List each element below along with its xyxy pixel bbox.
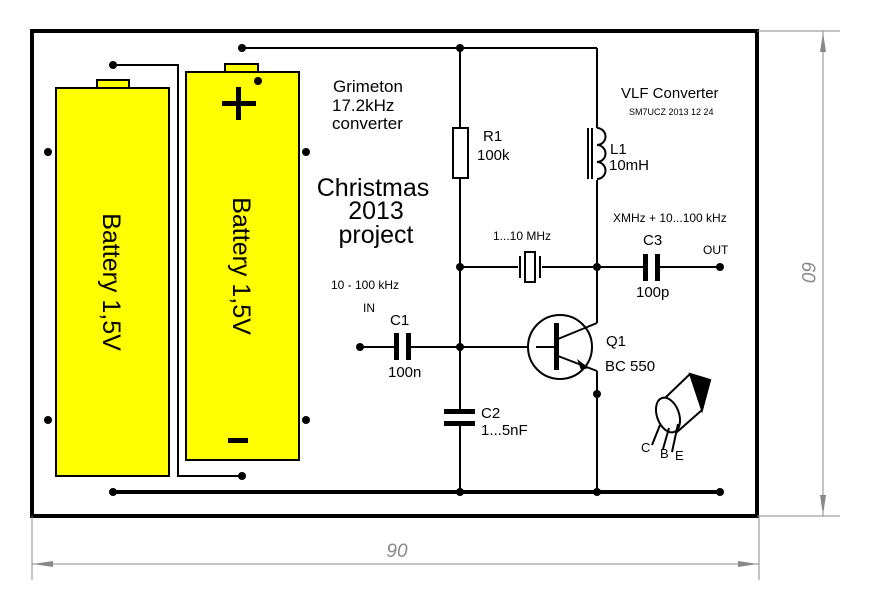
r1-value: 100k [477, 147, 510, 164]
junction-dots [44, 44, 724, 496]
board-outline [30, 29, 759, 518]
resistor-r1 [452, 127, 469, 179]
title-freq: 17.2kHz [332, 96, 394, 115]
width-dimension: 90 [31, 516, 760, 580]
battery-1: Battery 1,5V [55, 79, 170, 477]
minus-icon [228, 438, 248, 443]
out-label: OUT [703, 243, 729, 257]
title-converter: converter [332, 114, 403, 133]
project-line2: 2013 [348, 197, 404, 225]
battery-1-label: Battery 1,5V [97, 213, 125, 351]
c1-name: C1 [390, 312, 409, 329]
author-date: SM7UCZ 2013 12 24 [629, 107, 714, 117]
inductor-l1 [587, 127, 607, 180]
crystal-value: 1...10 MHz [493, 229, 551, 243]
c3-name: C3 [643, 232, 662, 249]
output-terminal [716, 263, 724, 271]
pin-c: C [641, 440, 650, 455]
crystal [518, 251, 542, 283]
height-label: 60 [797, 261, 818, 283]
input-frequency: 10 - 100 kHz [331, 278, 399, 292]
pin-e: E [675, 448, 684, 463]
battery-2: Battery 1,5V [185, 63, 300, 461]
battery-2-label: Battery 1,5V [227, 197, 255, 335]
project-line3: project [338, 221, 413, 249]
l1-name: L1 [610, 141, 627, 158]
c2-value: 1...5nF [481, 422, 528, 439]
capacitor-c1 [394, 333, 411, 360]
capacitor-c2 [444, 409, 475, 426]
c2-name: C2 [481, 405, 500, 422]
project-line1: Christmas [317, 174, 430, 202]
pin-b: B [660, 446, 669, 461]
width-label: 90 [386, 541, 408, 562]
output-frequency: XMHz + 10...100 kHz [613, 211, 727, 225]
q1-value: BC 550 [605, 358, 655, 375]
battery-link-wire [113, 64, 242, 477]
transistor-q1 [527, 314, 598, 380]
height-dimension: 60 [757, 30, 840, 517]
c1-value: 100n [388, 364, 421, 381]
q1-name: Q1 [606, 333, 626, 350]
header-title: VLF Converter [621, 85, 719, 102]
input-terminal [356, 343, 364, 351]
l1-value: 10mH [609, 157, 649, 174]
r1-name: R1 [483, 128, 502, 145]
capacitor-c3 [643, 254, 660, 281]
in-label: IN [363, 301, 375, 315]
title-grimeton: Grimeton [333, 77, 403, 96]
transistor-package-icon [651, 372, 712, 453]
c3-value: 100p [636, 284, 669, 301]
